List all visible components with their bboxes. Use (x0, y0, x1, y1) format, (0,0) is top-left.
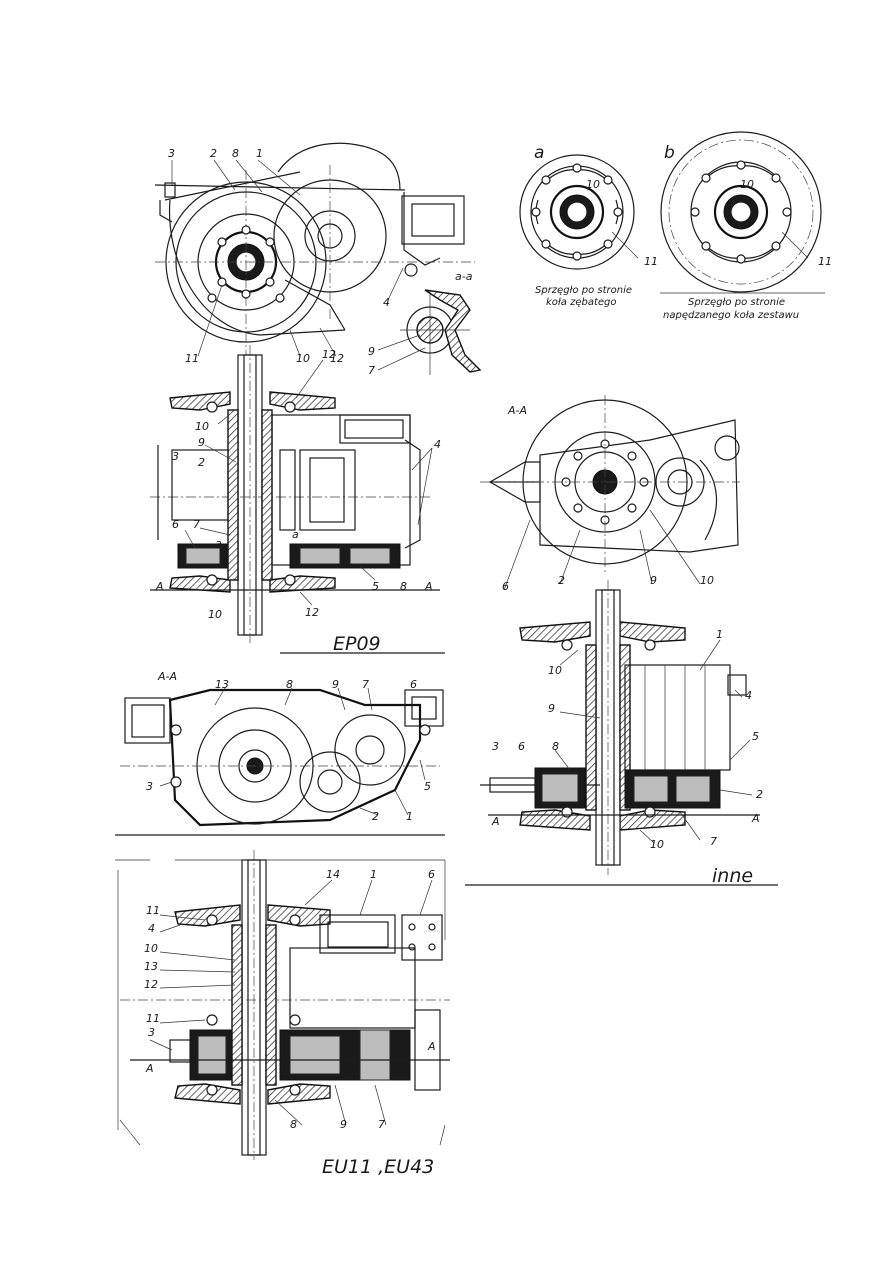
label-v3-10-top: 10 (195, 420, 209, 433)
label-v1-10: 10 (296, 352, 310, 365)
label-v4-2: 2 (558, 574, 565, 587)
label-v5-section-A-A: A-A (157, 670, 177, 683)
label-v5-9: 9 (332, 678, 339, 691)
label-v2b-11: 11 (818, 255, 832, 268)
label-v1-4: 4 (383, 296, 390, 309)
label-v1-2: 2 (210, 147, 217, 160)
label-v3-8: 8 (400, 580, 407, 593)
label-v7-8: 8 (290, 1118, 297, 1131)
view-couplings: a b 10 11 10 11 Sprzęgło po stronie koła… (519, 131, 832, 321)
label-v1-section-a-a: a-a (455, 270, 473, 283)
label-coupling-b: b (664, 143, 675, 163)
label-v3-12-bottom: 12 (305, 606, 319, 619)
view-section-a-a-right: A-A 6 2 9 10 (480, 395, 740, 593)
label-v6-5: 5 (752, 730, 759, 743)
view-section-a-a-left: A-A 13 8 9 7 6 3 5 2 1 (115, 670, 445, 836)
label-v1-12: 12 (330, 352, 344, 365)
title-eu11-eu43: EU11 ,EU43 (322, 1156, 434, 1178)
view-ep09-section: 10 9 3 2 6 7 a 4 12 10 12 5 8 A A a EP09 (150, 345, 445, 655)
view-eu11-eu43-section: 14 1 6 11 4 10 13 12 11 3 A A 8 9 7 EU11… (115, 850, 450, 1178)
label-v5-3: 3 (146, 780, 153, 793)
label-v3-section-a: a (215, 537, 222, 550)
label-v6-9: 9 (548, 702, 555, 715)
label-v5-1: 1 (406, 810, 413, 823)
label-v3-A-right: A (424, 580, 433, 593)
label-v5-5: 5 (424, 780, 431, 793)
label-v3-a: a (292, 528, 299, 541)
label-v7-9: 9 (340, 1118, 347, 1131)
label-v7-11-bottom: 11 (146, 1012, 160, 1025)
label-v7-12: 12 (144, 978, 158, 991)
label-v3-6: 6 (172, 518, 179, 531)
label-v7-A-left: A (145, 1062, 154, 1075)
label-v2a-10: 10 (586, 178, 600, 191)
label-v3-9: 9 (198, 436, 205, 449)
caption-coupling-a-line2: koła zębatego (546, 297, 617, 308)
label-v6-6: 6 (518, 740, 525, 753)
label-v6-7: 7 (710, 835, 717, 848)
label-v2b-10: 10 (740, 178, 754, 191)
label-v6-8: 8 (552, 740, 559, 753)
caption-coupling-b-line1: Sprzęgło po stronie (688, 297, 785, 308)
label-v7-14: 14 (326, 868, 340, 881)
label-v5-8: 8 (286, 678, 293, 691)
label-v1-3: 3 (168, 147, 175, 160)
label-v7-10: 10 (144, 942, 158, 955)
label-v3-A-left: A (155, 580, 164, 593)
label-v4-6: 6 (502, 580, 509, 593)
caption-coupling-b-line2: napędzanego koła zestawu (663, 310, 799, 321)
label-v2a-11: 11 (644, 255, 658, 268)
label-v7-3: 3 (148, 1026, 155, 1039)
label-v5-7: 7 (362, 678, 369, 691)
label-v3-5: 5 (372, 580, 379, 593)
label-v4-10: 10 (700, 574, 714, 587)
label-coupling-a: a (534, 143, 544, 163)
coupling-b-links (690, 160, 792, 264)
coupling-a-links (531, 163, 623, 261)
label-v7-13: 13 (144, 960, 158, 973)
label-v5-6: 6 (410, 678, 417, 691)
label-v6-4: 4 (745, 689, 752, 702)
label-v4-section-A-A: A-A (507, 404, 527, 417)
label-v6-10-bottom: 10 (650, 838, 664, 851)
label-v3-2: 2 (198, 456, 205, 469)
label-v4-9: 9 (650, 574, 657, 587)
label-v1-11: 11 (185, 352, 199, 365)
label-v7-6: 6 (428, 868, 435, 881)
label-v1-9: 9 (368, 345, 375, 358)
label-v1-1: 1 (256, 147, 263, 160)
label-v6-A-right: A (751, 812, 760, 825)
label-v6-10-top: 10 (548, 664, 562, 677)
label-v7-4: 4 (148, 922, 155, 935)
view-inne-section: 1 4 10 9 5 3 6 8 2 A A 10 7 inne (465, 580, 778, 887)
label-v5-2: 2 (372, 810, 379, 823)
label-v3-7: 7 (193, 518, 200, 531)
title-ep09: EP09 (333, 633, 381, 655)
caption-coupling-a-line1: Sprzęgło po stronie (535, 285, 632, 296)
label-v1-7: 7 (368, 364, 375, 377)
label-v6-3: 3 (492, 740, 499, 753)
label-v5-13: 13 (215, 678, 229, 691)
label-v7-A-right: A (427, 1040, 436, 1053)
title-inne: inne (712, 865, 753, 887)
view-gearbox-side: 3 2 8 1 4 11 10 12 9 7 a-a (154, 142, 482, 377)
label-v3-10-bottom: 10 (208, 608, 222, 621)
label-v7-1: 1 (370, 868, 377, 881)
label-v3-3: 3 (172, 450, 179, 463)
label-v3-4: 4 (434, 438, 441, 451)
label-v7-11-top: 11 (146, 904, 160, 917)
label-v7-7: 7 (378, 1118, 385, 1131)
label-v6-2: 2 (756, 788, 763, 801)
label-v6-A-left: A (491, 815, 500, 828)
label-v3-12-top: 12 (322, 348, 336, 361)
bolt-ring-v1 (207, 225, 285, 303)
label-v1-8: 8 (232, 147, 239, 160)
label-v6-1: 1 (716, 628, 723, 641)
